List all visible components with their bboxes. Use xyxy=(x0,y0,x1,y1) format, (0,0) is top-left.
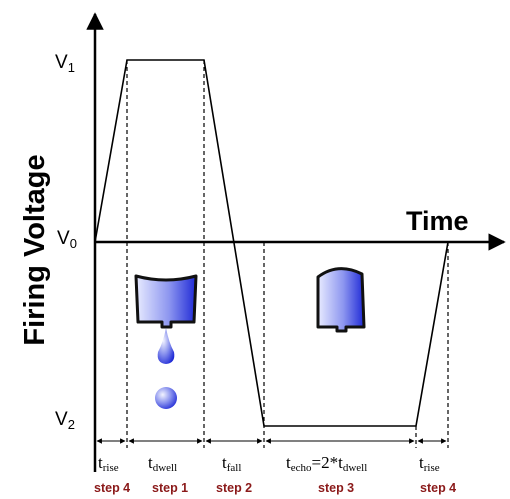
step-label-rise-start: step 4 xyxy=(94,481,130,495)
v2-label: V2 xyxy=(55,409,75,432)
phase-boundaries xyxy=(126,60,449,448)
v1-label: V1 xyxy=(55,52,75,75)
rise-end-phase-label: trise xyxy=(419,453,440,474)
dwell-phase-label: tdwell xyxy=(148,453,177,474)
step-label-dwell: step 1 xyxy=(152,481,188,495)
v0-label: V0 xyxy=(57,228,77,251)
step-label-echo: step 3 xyxy=(318,481,354,495)
x-axis-title: Time xyxy=(406,206,469,236)
y-axis-title: Firing Voltage xyxy=(19,154,51,345)
fall-phase-label: tfall xyxy=(222,453,241,474)
nozzle-chamber-expanded-icon xyxy=(134,274,198,329)
step-label-rise-end: step 4 xyxy=(420,481,456,495)
step-label-fall: step 2 xyxy=(216,481,252,495)
nozzle-chamber-compressed-icon xyxy=(316,267,366,333)
rise-start-phase-label: trise xyxy=(98,453,119,474)
echo-phase-label: techo=2*tdwell xyxy=(286,453,367,474)
ejected-droplet-icon xyxy=(155,328,177,409)
firing-waveform xyxy=(94,59,449,427)
